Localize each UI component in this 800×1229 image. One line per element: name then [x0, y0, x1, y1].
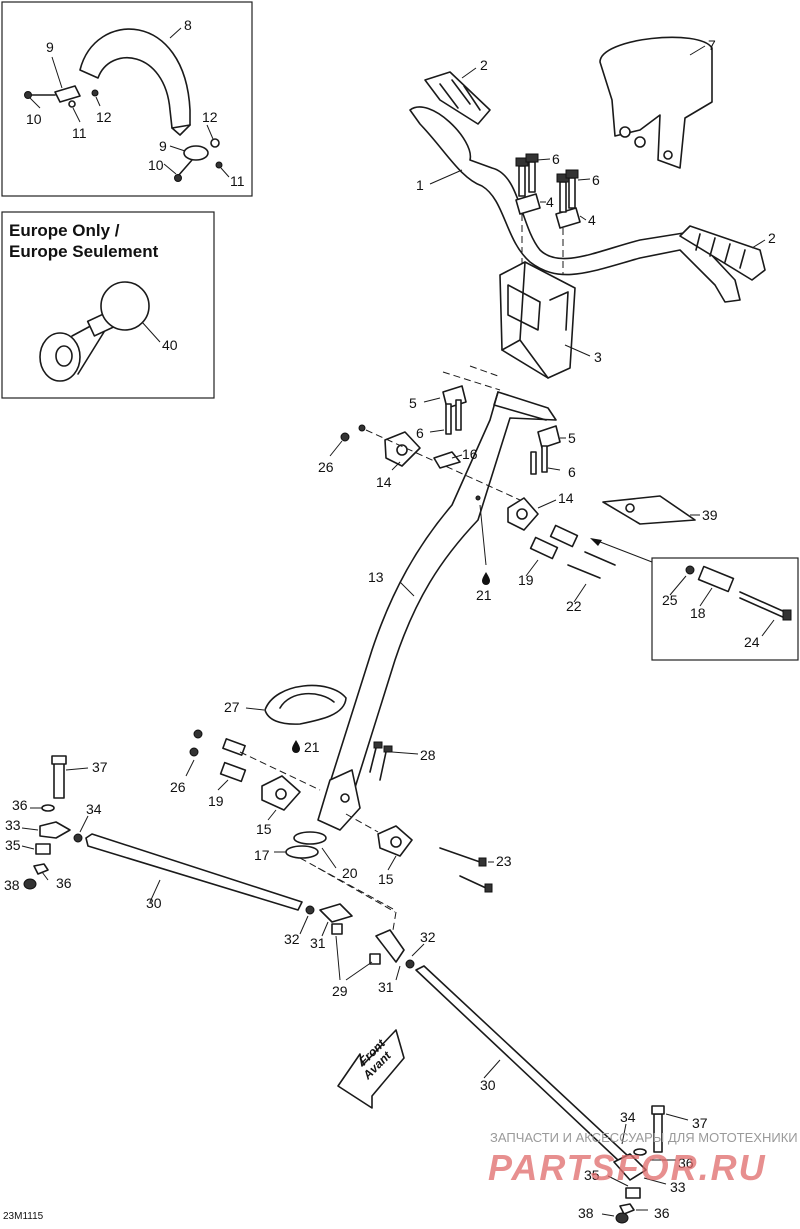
- callout-2a: 2: [480, 57, 488, 73]
- callout-11a: 11: [72, 125, 87, 141]
- watermark-brand: PARTSFOR.RU: [488, 1147, 767, 1188]
- callout-23: 23: [496, 853, 512, 869]
- callout-18: 18: [690, 605, 706, 621]
- callout-6b: 6: [592, 172, 600, 188]
- callout-26a: 26: [318, 459, 334, 475]
- callout-38b: 38: [578, 1205, 594, 1221]
- callout-34b: 34: [620, 1109, 636, 1125]
- callout-21b: 21: [304, 739, 320, 755]
- callout-25: 25: [662, 592, 678, 608]
- callout-6a: 6: [552, 151, 560, 167]
- callout-28: 28: [420, 747, 436, 763]
- callout-10a: 10: [26, 111, 42, 127]
- callout-15a: 15: [256, 821, 272, 837]
- callout-14b: 14: [558, 490, 574, 506]
- callout-29: 29: [332, 983, 348, 999]
- callout-15b: 15: [378, 871, 394, 887]
- callout-20: 20: [342, 865, 358, 881]
- callout-19b: 19: [208, 793, 224, 809]
- callout-33b: 33: [670, 1179, 686, 1195]
- callout-4a: 4: [546, 194, 554, 210]
- tie-rod-left: [21, 755, 353, 937]
- callout-35a: 35: [5, 837, 21, 853]
- callout-22: 22: [566, 598, 582, 614]
- tie-rod-right: [335, 911, 689, 1224]
- inset-handguard: [1, 1, 253, 197]
- callout-38a: 38: [4, 877, 20, 893]
- callout-4b: 4: [588, 212, 596, 228]
- callout-9a: 9: [46, 39, 54, 55]
- callout-16: 16: [462, 446, 478, 462]
- plate-39: [602, 495, 700, 525]
- callout-3: 3: [594, 349, 602, 365]
- callout-39: 39: [702, 507, 718, 523]
- callout-2b: 2: [768, 230, 776, 246]
- callout-5a: 5: [409, 395, 417, 411]
- watermark-tagline: ЗАПЧАСТИ И АКСЕССУАРЫ ДЛЯ МОТОТЕХНИКИ: [490, 1130, 798, 1145]
- callout-37a: 37: [92, 759, 108, 775]
- callout-40: 40: [162, 337, 178, 353]
- callout-35b: 35: [584, 1167, 600, 1183]
- callout-14a: 14: [376, 474, 392, 490]
- callout-5b: 5: [568, 430, 576, 446]
- callout-31b: 31: [378, 979, 394, 995]
- callout-9b: 9: [159, 138, 167, 154]
- callout-12a: 12: [96, 109, 112, 125]
- callout-34a: 34: [86, 801, 102, 817]
- callout-33a: 33: [5, 817, 21, 833]
- callout-32a: 32: [284, 931, 300, 947]
- inset-europe-horn: [1, 211, 215, 399]
- front-direction-arrow: [337, 1029, 405, 1109]
- callout-30b: 30: [480, 1077, 496, 1093]
- callout-6d: 6: [568, 464, 576, 480]
- steering-column: [317, 391, 557, 831]
- callout-10b: 10: [148, 157, 164, 173]
- callout-17: 17: [254, 847, 270, 863]
- callout-30a: 30: [146, 895, 162, 911]
- callout-36b: 36: [56, 875, 72, 891]
- callout-37b: 37: [692, 1115, 708, 1131]
- callout-31a: 31: [310, 935, 326, 951]
- callout-7: 7: [708, 37, 716, 53]
- upper-bearing-assembly: [329, 365, 616, 603]
- callout-21a: 21: [476, 587, 492, 603]
- handlebar: [409, 36, 766, 303]
- callout-6c: 6: [416, 425, 424, 441]
- inset-title-line1: Europe Only /: [9, 221, 120, 240]
- callout-13: 13: [368, 569, 384, 585]
- inset-spacer: [590, 538, 799, 661]
- callout-1: 1: [416, 177, 424, 193]
- callout-24: 24: [744, 634, 760, 650]
- callout-11b: 11: [230, 173, 245, 189]
- callout-32b: 32: [420, 929, 436, 945]
- callout-12b: 12: [202, 109, 218, 125]
- inset-title-line2: Europe Seulement: [9, 242, 159, 261]
- callout-36a: 36: [12, 797, 28, 813]
- callout-8: 8: [184, 17, 192, 33]
- callout-19a: 19: [518, 572, 534, 588]
- callout-27: 27: [224, 699, 240, 715]
- callout-36c: 36: [678, 1155, 694, 1171]
- lower-bearing-assembly: [185, 684, 494, 913]
- riser-block: [499, 261, 591, 379]
- callout-26b: 26: [170, 779, 186, 795]
- drawing-code: 23M1115: [3, 1211, 44, 1222]
- callout-36d: 36: [654, 1205, 670, 1221]
